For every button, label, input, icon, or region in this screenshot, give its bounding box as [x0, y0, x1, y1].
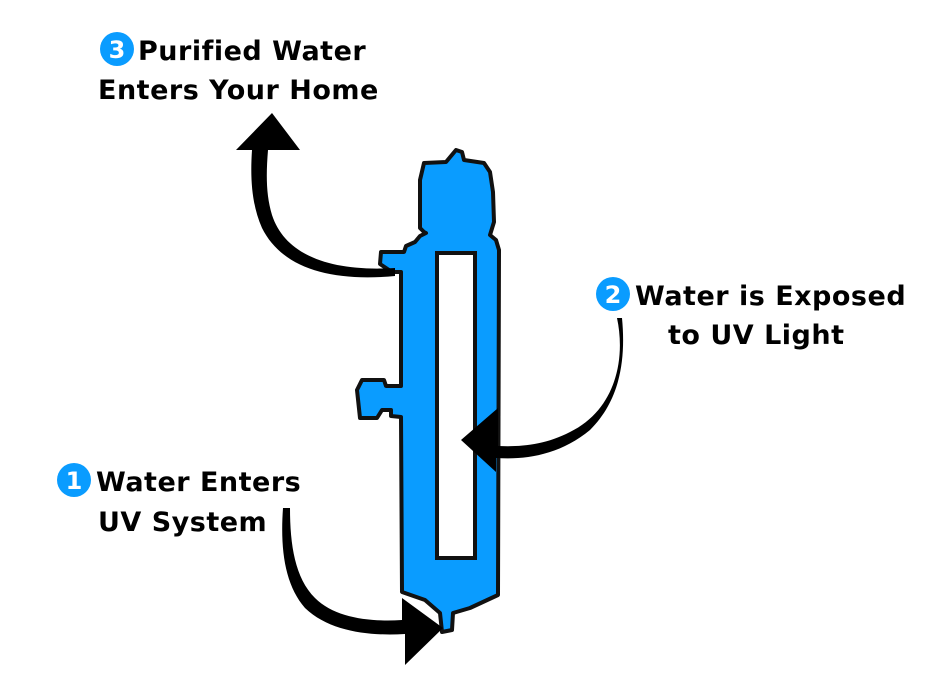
step-2-label: 2 Water is Exposed to UV Light	[596, 277, 906, 351]
step-3-label: 3 Purified Water Enters Your Home	[98, 32, 379, 106]
step-1-line-2: UV System	[98, 507, 267, 538]
step-3-line-1: Purified Water	[138, 36, 366, 67]
uv-unit-body	[355, 148, 501, 634]
step-3-number: 3	[109, 36, 126, 64]
step-1-line-1: Water Enters	[96, 467, 301, 498]
step-2-badge	[596, 277, 630, 311]
step-1-label: 1 Water Enters UV System	[57, 463, 301, 538]
uv-system-unit-icon	[355, 148, 501, 634]
step-1-badge	[57, 463, 91, 497]
outlet-arrow-icon	[236, 113, 395, 278]
step-3-badge	[100, 32, 134, 66]
uv-lamp-chamber	[435, 251, 477, 560]
step-3-line-2: Enters Your Home	[98, 75, 379, 106]
inlet-arrow-icon	[282, 508, 443, 665]
step-2-line-1: Water is Exposed	[635, 281, 906, 312]
step-1-number: 1	[66, 467, 83, 495]
step-2-line-2: to UV Light	[668, 320, 845, 351]
step-2-number: 2	[605, 281, 622, 309]
uv-exposure-arrow-icon	[461, 318, 624, 472]
